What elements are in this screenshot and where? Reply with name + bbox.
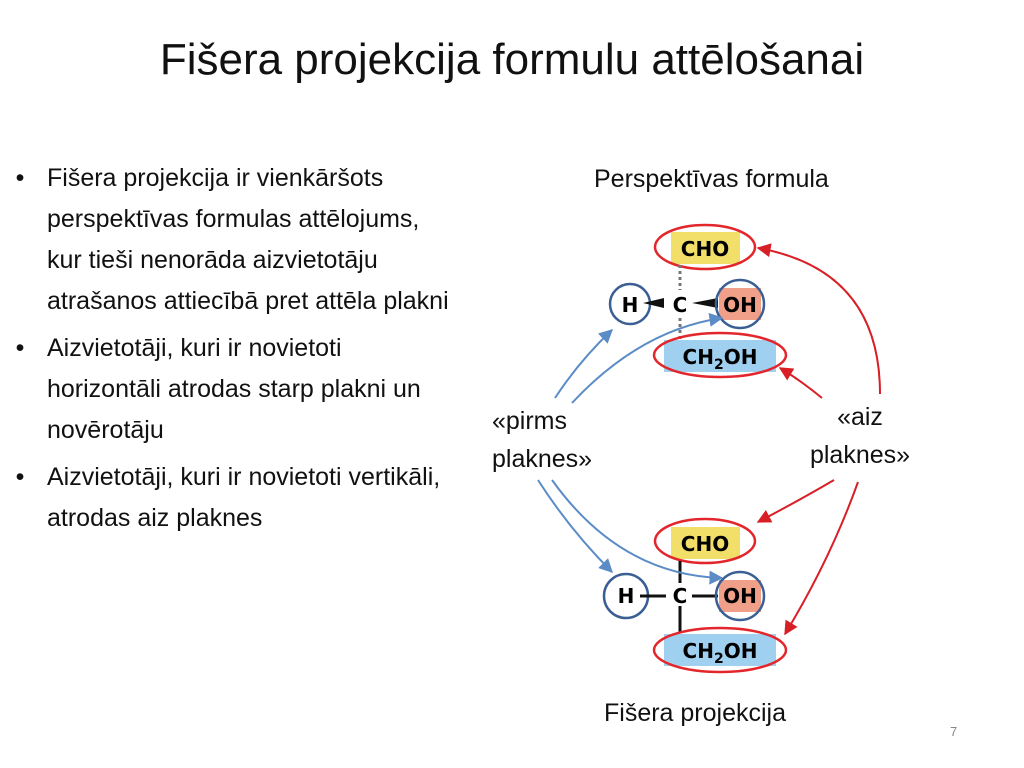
perspective-formula-caption: Perspektīvas formula: [594, 165, 829, 193]
cho-behind-ring-bottom: [653, 517, 757, 565]
behind-plane-arrows: [756, 243, 881, 636]
wedge-bond-right: [692, 298, 718, 308]
bullet-item: • Fišera projekcija ir vienkāršots persp…: [10, 158, 450, 322]
h-label-top: H: [622, 293, 639, 317]
front-of-plane-arrows: [537, 312, 724, 585]
cho-fill-bottom: [671, 527, 740, 559]
bullet-item: • Aizvietotāji, kuri ir novietoti vertik…: [10, 457, 450, 539]
wedge-bond-left: [643, 298, 664, 308]
front-arrow-to-oh-top: [571, 312, 724, 404]
ch2oh-fill-bottom: [664, 634, 776, 666]
bullet-text: Aizvietotāji, kuri ir novietoti vertikāl…: [47, 463, 441, 532]
ch2oh-behind-ring-bottom: [652, 626, 788, 674]
fischer-projection: CHO H C OH CH2OH: [602, 517, 788, 674]
bullet-item: • Aizvietotāji, kuri ir novietoti horizo…: [10, 328, 450, 451]
behind-arrow-to-cho-top: [756, 243, 881, 395]
oh-front-ring-bottom: [714, 570, 766, 622]
behind-arrow-to-ch2oh-bottom: [784, 481, 859, 636]
bullet-dot-icon: •: [15, 164, 25, 192]
oh-label-bottom: OH: [723, 584, 757, 608]
bullet-dot-icon: •: [15, 463, 25, 491]
cho-behind-ring-top: [653, 223, 757, 271]
oh-fill-top: [719, 288, 761, 320]
front-arrow-to-h-bottom: [537, 479, 613, 573]
page-number: 7: [950, 724, 958, 739]
bullet-text: Aizvietotāji, kuri ir novietoti horizont…: [47, 334, 421, 444]
front-of-plane-label: «pirms plaknes»: [492, 407, 593, 473]
ch2oh-label-bottom: CH2OH: [683, 639, 758, 667]
bullet-text: Fišera projekcija ir vienkāršots perspek…: [47, 164, 449, 315]
oh-front-ring-top: [714, 278, 766, 330]
perspective-formula: CHO H C OH CH2OH: [608, 223, 788, 379]
ch2oh-label-top: CH2OH: [683, 345, 758, 373]
h-label-bottom: H: [618, 584, 635, 608]
behind-arrow-to-ch2oh-top: [778, 367, 823, 399]
behind-plane-label: «aiz plaknes»: [809, 403, 911, 469]
oh-fill-bottom: [719, 580, 761, 612]
behind-arrow-to-cho-bottom: [756, 479, 835, 523]
front-arrow-to-oh-bottom: [551, 479, 724, 585]
c-label-top: C: [673, 293, 688, 317]
front-arrow-to-h-top: [554, 329, 614, 399]
fischer-projection-caption: Fišera projekcija: [604, 699, 787, 727]
oh-label-top: OH: [723, 293, 757, 317]
bullet-list: • Fišera projekcija ir vienkāršots persp…: [10, 158, 450, 545]
cho-label-bottom: CHO: [681, 532, 729, 556]
ch2oh-behind-ring-top: [652, 331, 788, 379]
bullet-dot-icon: •: [15, 334, 25, 362]
ch2oh-fill-top: [664, 340, 776, 372]
c-label-bottom: C: [673, 584, 688, 608]
cho-label-top: CHO: [681, 237, 729, 261]
slide-title: Fišera projekcija formulu attēlošanai: [159, 35, 865, 84]
cho-fill-top: [671, 232, 740, 264]
